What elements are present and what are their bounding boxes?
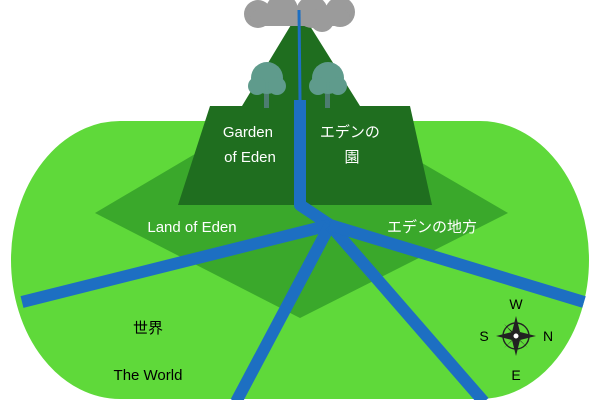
tree-icon — [309, 62, 347, 108]
river-north — [328, 219, 586, 308]
garden-label-en: Garden of Eden — [223, 124, 277, 166]
compass-label-w: W — [509, 296, 523, 312]
river-source — [294, 100, 334, 230]
river-east — [325, 221, 489, 405]
world-label-en: The World — [114, 367, 183, 384]
compass-label-e: E — [511, 367, 520, 383]
rivers — [20, 100, 586, 405]
compass-rose-icon — [496, 316, 536, 356]
tree-icon — [248, 62, 286, 108]
garden-label-ja: エデンの 園 — [320, 123, 384, 166]
world-label-ja: 世界 — [133, 320, 163, 337]
river-south — [230, 222, 336, 405]
waterfall — [297, 9, 302, 101]
land-label-en: Land of Eden — [147, 219, 236, 236]
land-label-ja: エデンの地方 — [387, 218, 477, 236]
compass-label-n: N — [543, 328, 553, 344]
compass-label-s: S — [479, 328, 488, 344]
river-west — [20, 219, 332, 308]
